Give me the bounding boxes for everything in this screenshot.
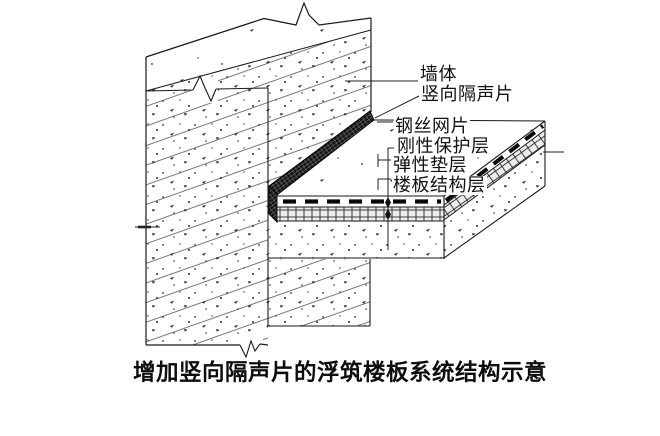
break-left-backer — [191, 78, 218, 103]
label-wire-mesh: 钢丝网片 — [394, 116, 470, 137]
wall-top-near-edge-a — [145, 89, 194, 92]
lower-wall-face-stipple — [268, 259, 370, 326]
label-rigid-layer: 刚性保护层 — [396, 136, 491, 157]
cushion-layer-front — [277, 207, 444, 221]
label-cushion-layer: 弹性垫层 — [392, 155, 468, 176]
break-left-zigzag — [192, 74, 217, 103]
wall-top-cut-face — [146, 18, 371, 91]
cut-bottom-edge — [443, 185, 546, 259]
cushion-layer-cut — [444, 130, 545, 220]
strip-end-face — [268, 184, 278, 224]
wall-top-near-edge-b — [215, 87, 269, 90]
break-bottom-backer — [237, 337, 263, 359]
cut-cushion-line — [443, 144, 546, 221]
structural-slab-cut — [444, 145, 545, 258]
strip-leader — [374, 95, 420, 119]
wall-face-left-stipple — [146, 88, 268, 345]
vertical-insulation-strip — [268, 110, 375, 224]
label-acoustic-strip: 竖向隔声片 — [420, 84, 515, 105]
figure-caption: 增加竖向隔声片的浮筑楼板系统结构示意 — [132, 360, 547, 386]
wall-top-face-inner-edge — [145, 29, 372, 92]
label-wall: 墙体 — [419, 64, 458, 85]
lower-wall — [268, 259, 371, 327]
label-structure-layer: 楼板结构层 — [392, 175, 487, 196]
wall-outlines — [145, 1, 372, 346]
leader-arrow-diamond-1 — [385, 197, 391, 208]
annotation-leaders — [135, 80, 564, 250]
wall-bottom-edge-b — [259, 343, 269, 346]
structural-slab-front — [269, 221, 444, 258]
break-bottom-zigzag — [239, 339, 261, 359]
wall-upper-left-edge — [145, 17, 265, 58]
leader-arrow-diamond-2 — [385, 209, 391, 220]
wall-top-edge — [263, 1, 372, 26]
